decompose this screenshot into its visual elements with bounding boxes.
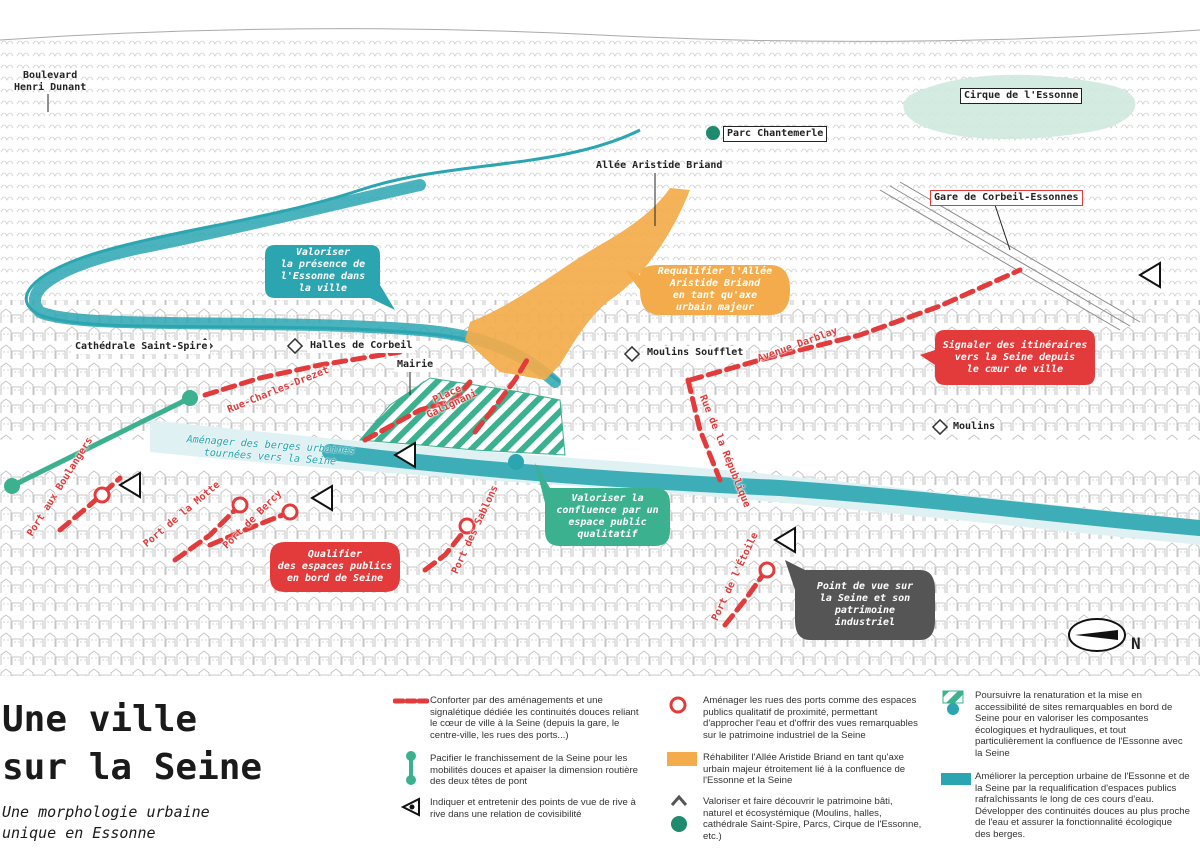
legend-green-hatch-icon (942, 690, 964, 715)
legend-item-patrimoine: Valoriser et faire découvrir le patrimoi… (703, 796, 922, 842)
cirque-essonne-area (903, 74, 1136, 140)
legend-heritage-park-icons (670, 794, 688, 832)
confluence-hatch (358, 377, 566, 456)
callout-signaler-itineraires: Signaler des itinéraires vers la Seine d… (942, 339, 1088, 375)
legend-item-perception: Améliorer la perception urbaine de l'Ess… (975, 771, 1190, 840)
legend-item-rues-ports: Aménager les rues des ports comme des es… (703, 695, 918, 741)
eye-icon-3 (310, 484, 333, 512)
callout-shapes (265, 245, 1095, 640)
allee-briand-area (465, 188, 690, 380)
bridge-crossing-symbol (4, 390, 198, 494)
label-halles: Halles de Corbeil (307, 339, 416, 353)
north-arrow-icon (1068, 618, 1126, 652)
label-moulins: Moulins (950, 420, 999, 434)
map-drawing (0, 28, 1200, 676)
legend-star-icon (669, 696, 687, 714)
legend-panel: Une ville sur la Seine Une morphologie u… (0, 676, 1200, 856)
seine-berge (322, 444, 1200, 536)
viewpoint-eye-icons (118, 261, 1161, 554)
legend-item-renaturation: Poursuivre la renaturation et la mise en… (975, 690, 1183, 759)
eye-icon-2 (118, 471, 141, 499)
legend-item-continuites: Conforter par des aménagements et une si… (430, 695, 639, 741)
page-title: Une ville sur la Seine (2, 699, 263, 788)
confluence-icon (508, 454, 524, 470)
legend-orange-area (667, 752, 697, 766)
legend-item-points-de-vue: Indiquer et entretenir des points de vue… (430, 797, 636, 820)
page-subtitle: Une morphologie urbaine unique en Essonn… (2, 803, 210, 842)
legend-item-allee: Réhabiliter l'Allée Aristide Briand en t… (703, 752, 906, 786)
red-dashed-routes (57, 267, 1023, 628)
star-icon-sablons (458, 517, 476, 535)
label-allee-aristide-briand: Allée Aristide Briand (596, 160, 723, 171)
label-mairie: Mairie (394, 358, 437, 372)
eye-icon-4 (773, 526, 796, 554)
callout-point-de-vue: Point de vue sur la Seine et son patrimo… (816, 581, 914, 628)
callout-valoriser-essonne: Valoriser la présence de l'Essonne dans … (280, 247, 366, 294)
legend-red-dashed-icon (393, 698, 429, 704)
star-icon-etoile (758, 561, 776, 579)
label-moulins-soufflet: Moulins Soufflet (644, 346, 747, 360)
legend-item-franchissement: Pacifier le franchissement de la Seine p… (430, 753, 638, 787)
essonne-berges (28, 179, 561, 388)
park-icon-chantemerle (706, 126, 720, 140)
legend-bridge-icon (406, 751, 416, 785)
label-gare-corbeil: Gare de Corbeil-Essonnes (930, 190, 1083, 206)
legend-teal-bar (941, 773, 971, 785)
eye-icon-5 (1138, 261, 1161, 289)
port-star-icons (93, 486, 776, 579)
label-cirque-essonne: Cirque de l'Essonne (960, 88, 1083, 104)
star-icon-motte (231, 496, 249, 514)
star-icon-bercy (281, 503, 299, 521)
label-parc-chantemerle: Parc Chantemerle (723, 126, 828, 142)
legend-eye-icon (400, 797, 420, 817)
callout-valoriser-confluence: Valoriser la confluence par un espace pu… (556, 493, 659, 540)
label-boulevard-henri-dunant: Boulevard Henri Dunant (14, 70, 87, 93)
star-icon-boulangers (93, 486, 111, 504)
label-cathedrale: Cathédrale Saint-Spire (72, 340, 211, 354)
compass-north-letter: N (1131, 634, 1141, 653)
callout-requalifier-allee: Requalifier l'Allée Aristide Briand en t… (657, 266, 773, 313)
callout-qualifier-espaces: Qualifier des espaces publics en bord de… (277, 549, 393, 584)
eye-icon-1 (393, 441, 416, 469)
illustrated-map: Boulevard Henri Dunant Cirque de l'Esson… (0, 28, 1200, 676)
